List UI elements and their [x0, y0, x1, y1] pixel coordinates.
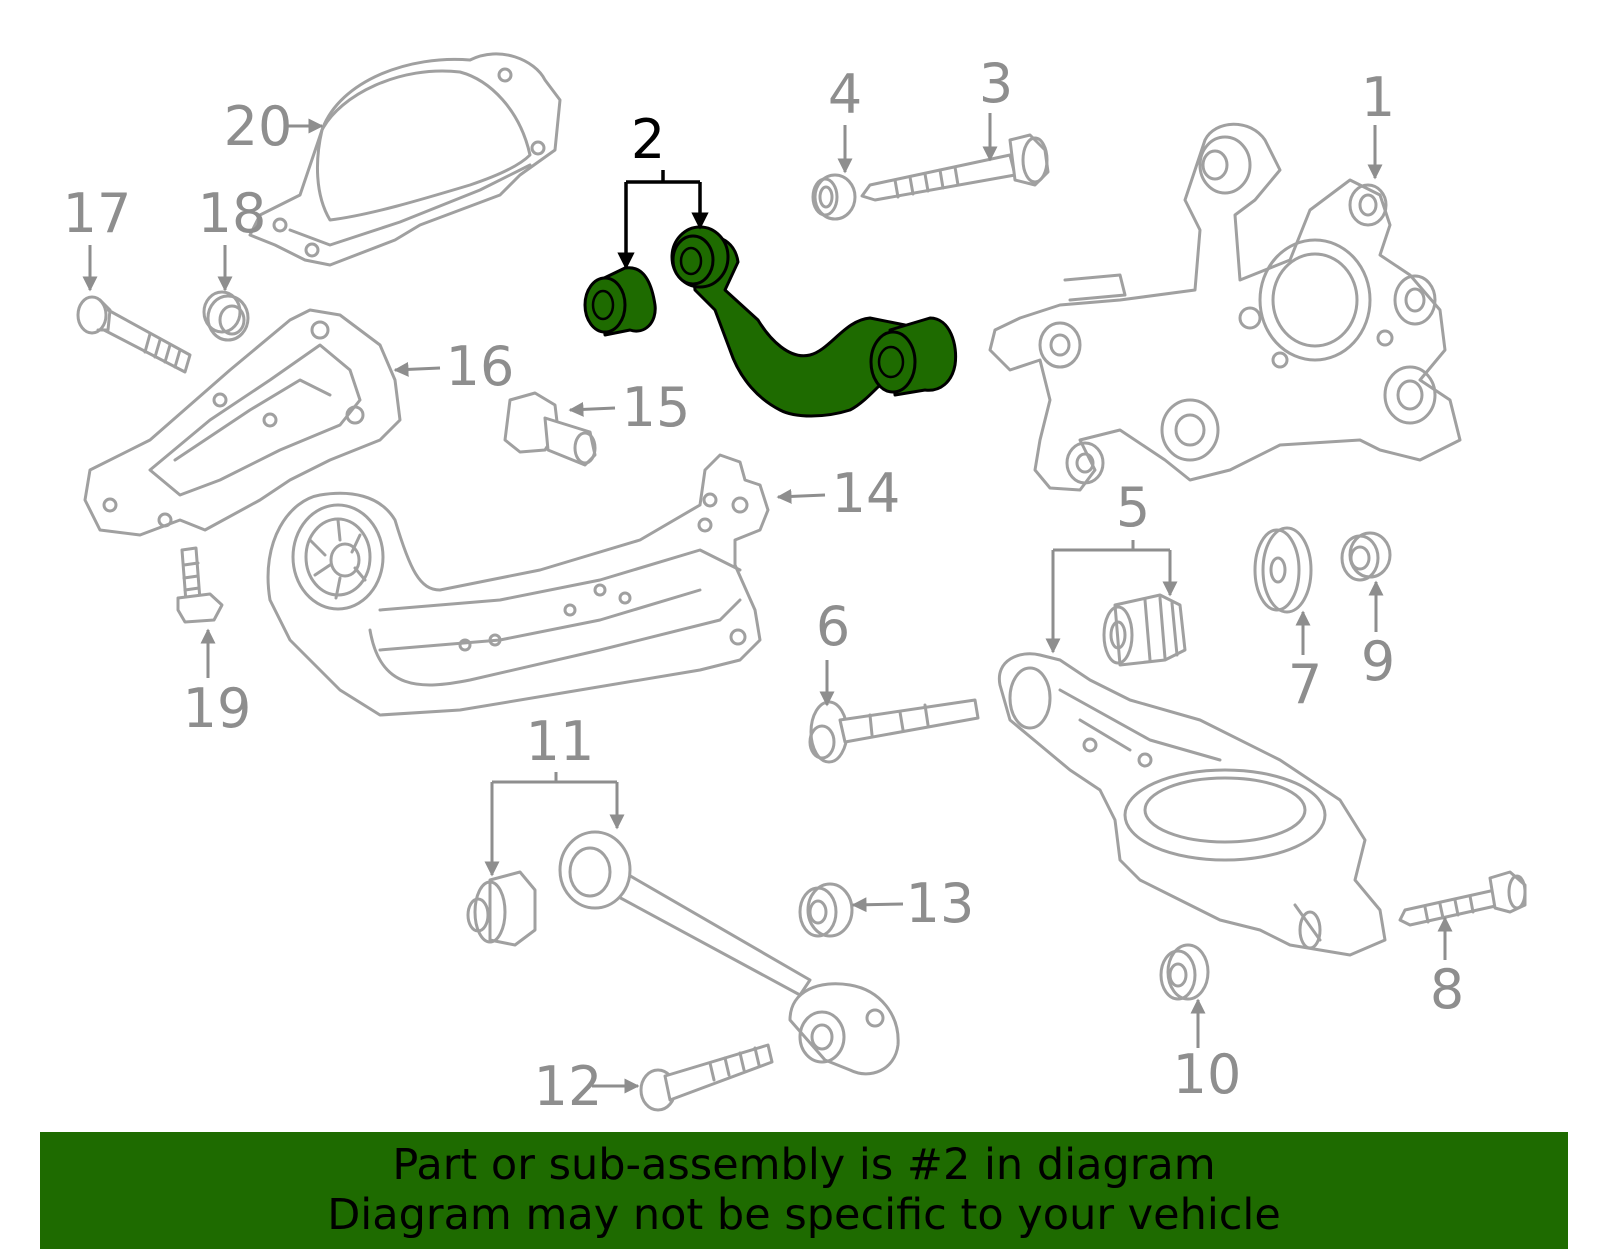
part-12-bolt[interactable] [639, 1043, 774, 1112]
callout-13: 13 [906, 872, 975, 935]
callout-labels: 2 20 17 18 16 15 14 19 4 3 1 5 7 9 6 11 … [63, 52, 1465, 1118]
callout-5: 5 [1116, 476, 1150, 539]
callout-16: 16 [446, 335, 515, 398]
banner-line-1: Part or sub-assembly is #2 in diagram [392, 1140, 1216, 1190]
part-16-bracket[interactable] [83, 308, 402, 537]
part-5-bushing[interactable] [1102, 593, 1187, 667]
callout-10: 10 [1173, 1043, 1242, 1106]
part-19-bolt[interactable] [176, 546, 224, 624]
callout-20: 20 [224, 95, 293, 158]
part-17-bolt[interactable] [76, 295, 192, 374]
part-8-bolt[interactable] [1398, 870, 1527, 927]
part-13-nut[interactable] [798, 882, 854, 938]
part-11-link[interactable] [466, 830, 900, 1076]
part-20-cover[interactable] [248, 52, 562, 267]
part-5-lower-arm[interactable] [997, 652, 1387, 957]
part-2-control-arm[interactable] [583, 225, 958, 418]
callout-17: 17 [63, 182, 132, 245]
callout-12: 12 [534, 1055, 603, 1118]
part-9-nut[interactable] [1340, 531, 1392, 582]
callout-8: 8 [1430, 958, 1464, 1021]
info-banner: Part or sub-assembly is #2 in diagram Di… [40, 1132, 1568, 1249]
callout-18: 18 [198, 182, 267, 245]
part-3-bolt[interactable] [860, 133, 1050, 202]
banner-line-2: Diagram may not be specific to your vehi… [327, 1190, 1281, 1240]
callout-1: 1 [1361, 66, 1395, 129]
callout-6: 6 [816, 595, 850, 658]
part-7-washer[interactable] [1253, 526, 1313, 614]
callout-15: 15 [622, 376, 691, 439]
callout-7: 7 [1288, 653, 1322, 716]
callout-19: 19 [183, 677, 252, 740]
part-4-nut[interactable] [811, 173, 857, 221]
part-1-knuckle[interactable] [988, 122, 1462, 492]
leader-lines [82, 113, 1453, 1094]
callout-14: 14 [832, 462, 901, 525]
part-18-nut[interactable] [202, 290, 250, 342]
part-15-stud[interactable] [503, 391, 597, 467]
part-10-nut[interactable] [1159, 943, 1210, 1001]
callout-11: 11 [526, 710, 595, 773]
callout-3: 3 [979, 52, 1013, 115]
callout-9: 9 [1361, 630, 1395, 693]
part-14-crossmember[interactable] [266, 453, 770, 717]
part-6-cam-bolt[interactable] [808, 698, 980, 764]
callout-4: 4 [828, 63, 862, 126]
callout-2: 2 [631, 108, 665, 171]
